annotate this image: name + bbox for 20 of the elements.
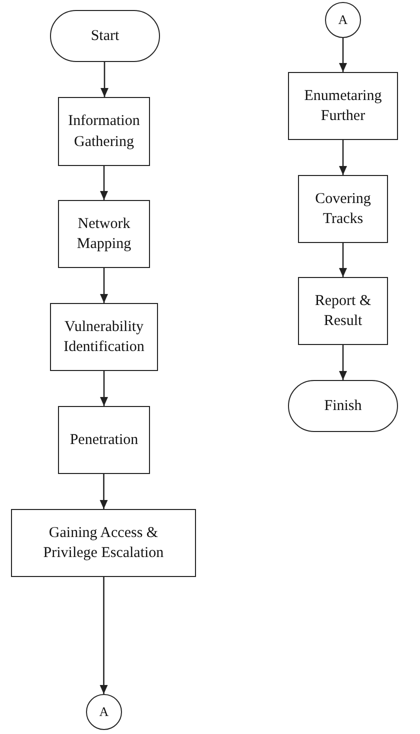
process-box: Penetration xyxy=(58,406,150,474)
arrow xyxy=(339,38,347,72)
process-box: Covering Tracks xyxy=(298,175,388,243)
arrow xyxy=(100,268,108,303)
arrow xyxy=(100,166,108,200)
arrow xyxy=(339,140,347,175)
process-box: Gaining Access & Privilege Escalation xyxy=(11,509,196,577)
arrow xyxy=(339,243,347,277)
arrow xyxy=(100,577,108,694)
arrow xyxy=(339,345,347,380)
process-box: Enumetaring Further xyxy=(288,72,398,140)
arrow xyxy=(100,371,108,406)
arrow xyxy=(100,474,108,509)
process-box: Vulnerability Identification xyxy=(50,303,158,371)
connector-circle: A xyxy=(86,694,122,730)
process-box: Report & Result xyxy=(298,277,388,345)
connector-circle: A xyxy=(325,2,361,38)
arrow xyxy=(100,62,108,97)
process-box: Information Gathering xyxy=(58,97,150,166)
process-box: Network Mapping xyxy=(58,200,150,268)
